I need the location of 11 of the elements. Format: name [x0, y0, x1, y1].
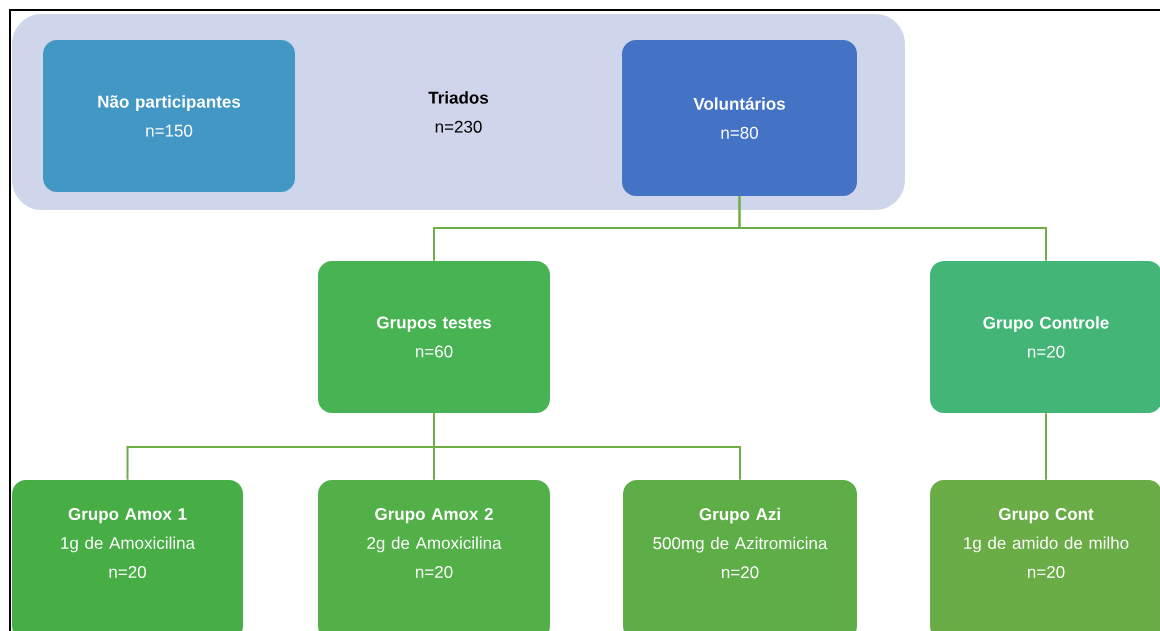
process-box: Voluntários n=80: [622, 40, 857, 196]
connector-line: [738, 195, 1047, 262]
connector-line: [1045, 412, 1047, 481]
process-box: Grupo Cont 1g de amido de milho n=20: [930, 480, 1160, 631]
process-box: Não participantes n=150: [43, 40, 295, 192]
process-box: Grupo Amox 2 2g de Amoxicilina n=20: [318, 480, 550, 631]
process-box: Grupos testes n=60: [318, 261, 550, 413]
process-box: Grupo Azi 500mg de Azitromicina n=20: [623, 480, 857, 631]
connector-line: [433, 412, 741, 481]
process-box: Grupo Controle n=20: [930, 261, 1160, 413]
process-box: Grupo Amox 1 1g de Amoxicilina n=20: [12, 480, 243, 631]
